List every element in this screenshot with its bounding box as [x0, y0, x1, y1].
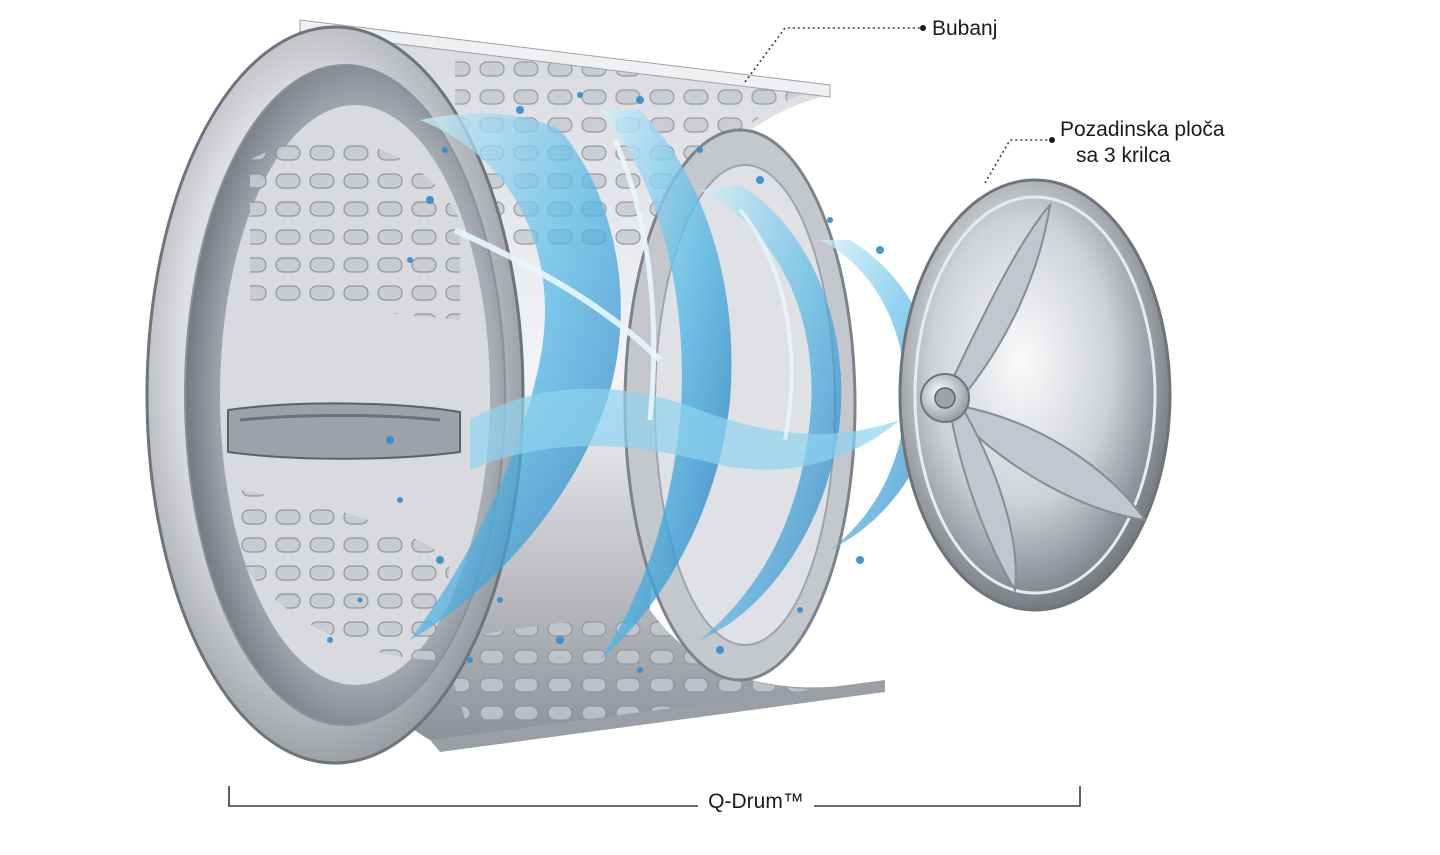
water-splash	[327, 92, 1023, 673]
q-drum-label-text: Q-Drum™	[698, 790, 814, 813]
back-plate-callout-line	[984, 139, 1052, 184]
back-plate-label-line1: Pozadinska ploča	[1060, 118, 1225, 141]
back-plate-callout-dot	[1049, 137, 1055, 143]
back-plate	[898, 178, 1172, 612]
q-drum-bracket	[228, 786, 1081, 807]
back-plate-label-line2: sa 3 krilca	[1076, 144, 1171, 167]
callout-lines	[744, 27, 1052, 184]
q-drum-label: Q-Drum™	[0, 789, 1440, 815]
drum-callout-line	[744, 27, 922, 83]
drum-callout-dot	[920, 25, 926, 31]
drum-label-text: Bubanj	[932, 17, 998, 40]
drum-front-rim	[145, 25, 525, 765]
back-plate-label: Pozadinska ploča sa 3 krilca	[1060, 117, 1225, 169]
drum-label: Bubanj	[932, 16, 997, 42]
back-plate-vanes	[943, 201, 1148, 594]
